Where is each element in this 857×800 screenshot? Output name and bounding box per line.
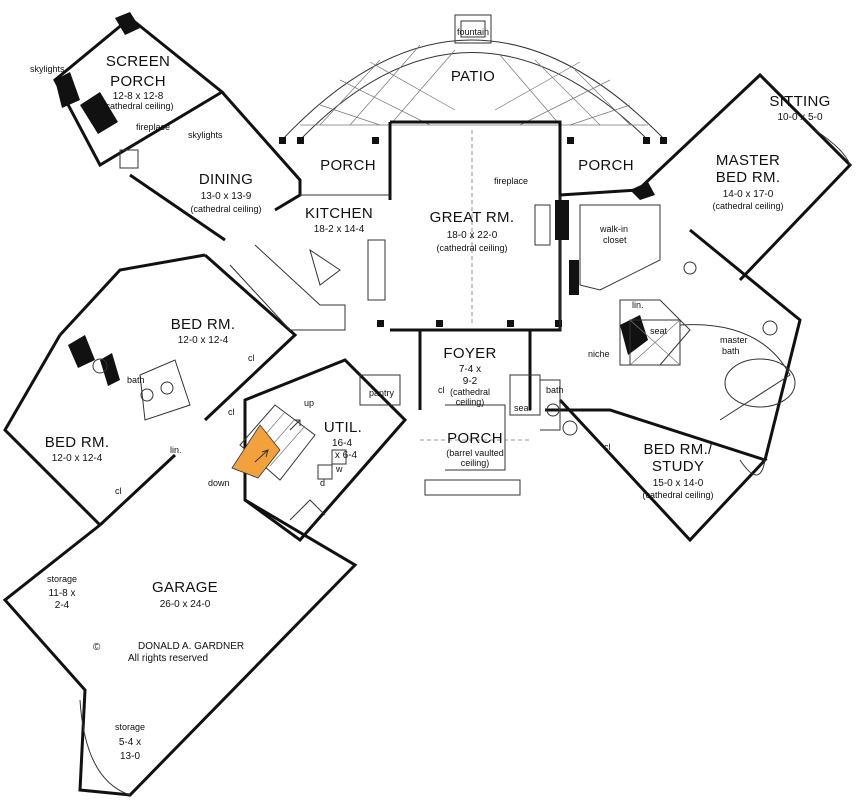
walk-in-label-2: closet (603, 235, 627, 245)
master-note: (cathedral ceiling) (712, 201, 783, 211)
front-porch-note-1: (barrel vaulted (446, 448, 504, 458)
master-dims: 14-0 x 17-0 (723, 189, 774, 200)
sitting-name: SITTING (769, 93, 830, 110)
interior-walls (139, 130, 796, 521)
bed-rm-1-dims: 12-0 x 12-4 (178, 335, 229, 346)
dining-dims: 13-0 x 13-9 (201, 191, 252, 202)
cl-bed1-label: cl (248, 353, 255, 363)
walk-in-label-1: walk-in (599, 224, 628, 234)
posts (279, 137, 667, 327)
foyer-name: FOYER (443, 345, 496, 362)
bed-rm-1-name: BED RM. (171, 316, 236, 333)
washer-label: w (335, 464, 343, 474)
bath-left-label: bath (127, 375, 145, 385)
cl-study-label: cl (604, 442, 611, 452)
storage-1-name: storage (47, 574, 77, 584)
seat-foyer-label: seat (514, 403, 532, 413)
fountain-label: fountain (457, 27, 489, 37)
bath-right-label: bath (546, 385, 564, 395)
porch-left-name: PORCH (320, 157, 376, 174)
lin-master-label: lin. (632, 300, 644, 310)
cl-hall-label: cl (228, 407, 235, 417)
seat-master-label: seat (650, 326, 668, 336)
great-room-note: (cathedral ceiling) (436, 243, 507, 253)
bed-study-note: (cathedral ceiling) (642, 490, 713, 500)
exterior-walls (2, 16, 853, 797)
sitting-dims: 10-0 x 5-0 (777, 112, 822, 123)
great-room-name: GREAT RM. (430, 209, 515, 226)
bed-study-name-2: STUDY (652, 458, 704, 475)
screen-porch-note: (cathedral ceiling) (102, 101, 173, 111)
storage-2-name: storage (115, 722, 145, 732)
front-porch-note-2: ceiling) (461, 458, 490, 468)
room-labels: SCREEN PORCH 12-8 x 12-8 (cathedral ceil… (30, 53, 830, 762)
bay-windows (79, 129, 851, 796)
garage-dims: 26-0 x 24-0 (160, 599, 211, 610)
storage-1-dims-1: 11-8 x (48, 588, 75, 599)
down-label: down (208, 478, 230, 488)
copyright: © DONALD A. GARDNER All rights reserved (93, 641, 244, 664)
copyright-owner: DONALD A. GARDNER (138, 641, 244, 652)
skylights-label-2: skylights (188, 130, 223, 140)
master-name-1: MASTER (716, 152, 780, 169)
patio-name: PATIO (451, 68, 495, 85)
up-label: up (304, 398, 314, 408)
dining-name: DINING (199, 171, 253, 188)
stairs (231, 404, 316, 481)
screen-porch-name-1: SCREEN (106, 53, 170, 70)
kitchen-name: KITCHEN (305, 205, 373, 222)
screen-porch-name-2: PORCH (110, 73, 166, 90)
pantry-label: pantry (369, 388, 395, 398)
cl-bed2-label: cl (115, 486, 122, 496)
fireplace-porch-label: fireplace (136, 122, 170, 132)
porch-right-name: PORCH (578, 157, 634, 174)
bed-rm-2-name: BED RM. (45, 434, 110, 451)
storage-1-dims-2: 2-4 (55, 600, 70, 611)
storage-2-dims-2: 13-0 (120, 751, 140, 762)
fireplace-great-label: fireplace (494, 176, 528, 186)
bed-study-name-1: BED RM./ (643, 441, 713, 458)
fireplaces (55, 12, 655, 386)
garage-name: GARAGE (152, 579, 218, 596)
fixtures (92, 149, 778, 480)
bed-rm-2-dims: 12-0 x 12-4 (52, 453, 103, 464)
foyer-note-1: (cathedral (450, 387, 490, 397)
master-bath-label-2: bath (722, 346, 740, 356)
master-name-2: BED RM. (716, 169, 781, 186)
foyer-dims-1: 7-4 x (459, 364, 481, 375)
utility-dims-1: 16-4 (332, 438, 352, 449)
great-room-dims: 18-0 x 22-0 (447, 230, 498, 241)
kitchen-dims: 18-2 x 14-4 (314, 224, 365, 235)
utility-dims-2: x 6-4 (335, 450, 358, 461)
utility-name: UTIL. (324, 419, 362, 436)
screen-porch-dims: 12-8 x 12-8 (113, 91, 164, 102)
copyright-symbol: © (93, 642, 101, 653)
foyer-note-2: ceiling) (456, 397, 485, 407)
bed-study-dims: 15-0 x 14-0 (653, 478, 704, 489)
front-porch-name: PORCH (447, 430, 503, 447)
dryer-label: d (320, 478, 325, 488)
storage-2-dims-1: 5-4 x (119, 737, 141, 748)
niche-label: niche (588, 349, 610, 359)
cl-foyer-label: cl (438, 385, 445, 395)
skylights-label-1: skylights (30, 64, 65, 74)
foyer-dims-2: 9-2 (463, 376, 478, 387)
patio: fountain PATIO (281, 14, 666, 141)
dining-note: (cathedral ceiling) (190, 204, 261, 214)
stair-highlight (231, 424, 281, 479)
master-bath-label-1: master (720, 335, 748, 345)
lin-hall-label: lin. (170, 445, 182, 455)
copyright-rights: All rights reserved (128, 653, 208, 664)
